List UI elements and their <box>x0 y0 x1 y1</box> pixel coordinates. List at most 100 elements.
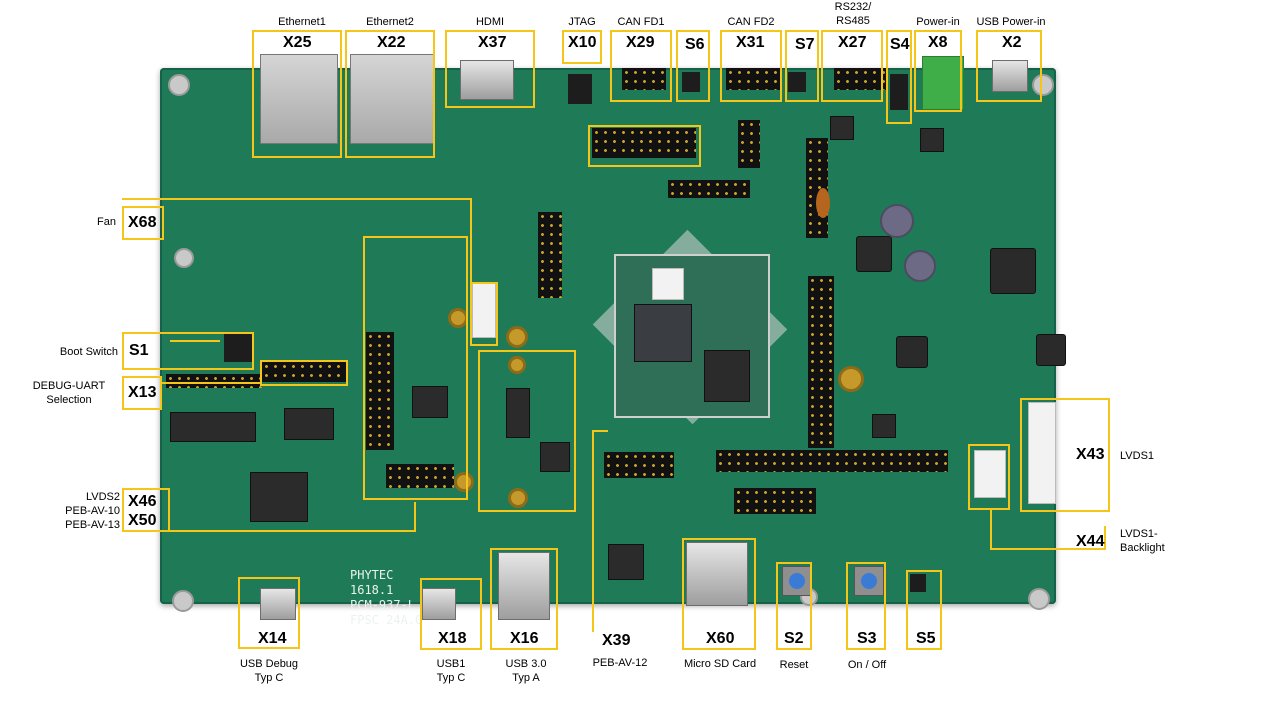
lvds2-leader <box>414 502 416 532</box>
s7-box <box>785 30 819 102</box>
rs232-header <box>834 68 886 90</box>
peb-av-10-header <box>366 332 394 450</box>
callout-x27: X27 <box>838 34 867 51</box>
x44-leader <box>1104 526 1106 550</box>
can-fd2-header <box>726 68 780 90</box>
x43-box <box>1020 398 1110 512</box>
x29-box <box>610 30 672 102</box>
boot-ctrl-header <box>166 374 262 388</box>
usb-power-port <box>992 60 1028 92</box>
desc-x25: Ethernet1 <box>278 16 326 28</box>
x39-leader <box>592 430 608 432</box>
power-in-terminal <box>922 56 964 110</box>
x39-box <box>478 350 576 512</box>
ic-u45 <box>412 386 448 418</box>
ic-power <box>830 116 854 140</box>
callout-x16: X16 <box>510 630 539 647</box>
desc-s2: Reset <box>779 659 809 671</box>
capacitor <box>904 250 936 282</box>
can-fd1-header <box>622 68 666 90</box>
x25-box <box>252 30 342 158</box>
usb3-port <box>498 552 550 620</box>
onoff-button <box>854 566 884 596</box>
hdmi-port <box>460 60 514 100</box>
x60-box <box>682 538 756 650</box>
ic-bottom <box>608 544 644 580</box>
x46-x50-label-box <box>122 488 170 532</box>
ic-x3 <box>540 442 570 472</box>
fan-connector <box>472 282 496 338</box>
desc-x37: HDMI <box>475 16 505 28</box>
callout-x50: X50 <box>128 512 157 529</box>
callout-s1: S1 <box>129 342 149 359</box>
x2-box <box>976 30 1042 102</box>
debug-uart-header <box>262 362 346 382</box>
ic-row <box>170 412 256 442</box>
s7-switch-body <box>788 72 806 92</box>
vertical-header-long <box>808 276 834 448</box>
boot-switch-leader <box>170 340 220 342</box>
ic-power <box>920 128 944 152</box>
standoff <box>508 488 528 508</box>
inductor <box>990 248 1036 294</box>
x27-box <box>821 30 883 102</box>
x10-jtag-box <box>588 125 701 167</box>
callout-x18: X18 <box>438 630 467 647</box>
x44-leader <box>990 548 1106 550</box>
micro-sd-slot <box>686 542 748 606</box>
desc-x29: CAN FD1 <box>617 16 665 28</box>
standoff <box>838 366 864 392</box>
s6-switch-body <box>682 72 700 92</box>
x16-box <box>490 548 558 650</box>
uart-leader <box>162 382 260 384</box>
x44-leader <box>990 508 992 550</box>
desc-x14: USB Debug Typ C <box>239 658 299 684</box>
x14-box <box>238 577 300 649</box>
callout-x2: X2 <box>1002 34 1022 51</box>
ic-power <box>872 414 896 438</box>
desc-x43: LVDS1 <box>1120 450 1155 462</box>
desc-x2: USB Power-in <box>976 16 1046 28</box>
s4-switch-body <box>890 74 908 110</box>
callout-x8: X8 <box>928 34 948 51</box>
x39-header <box>604 452 674 478</box>
s5-box <box>906 570 942 650</box>
x13-box <box>122 376 162 410</box>
vertical-header-mid <box>738 120 760 168</box>
x13-header-box <box>260 360 348 386</box>
standoff <box>454 472 474 492</box>
callout-s3: S3 <box>857 630 877 647</box>
callout-x39: X39 <box>602 632 631 649</box>
desc-x27: RS232/ RS485 <box>834 1 872 27</box>
desc-x46: LVDS2 <box>85 491 120 503</box>
x44-box <box>968 444 1010 510</box>
s1-box <box>122 332 254 370</box>
x18-box <box>420 578 482 650</box>
x31-box <box>720 30 782 102</box>
callout-s4: S4 <box>890 36 910 53</box>
mounting-hole <box>1028 588 1050 610</box>
callout-x68: X68 <box>128 214 157 231</box>
desc-x50: PEB-AV-10 PEB-AV-13 <box>65 505 120 531</box>
desc-x68: Fan <box>97 216 116 228</box>
memory-chip <box>704 350 750 402</box>
desc-x44: LVDS1- Backlight <box>1120 528 1165 554</box>
boot-switch-body <box>224 334 252 362</box>
reset-button <box>782 566 812 596</box>
callout-x43: X43 <box>1076 446 1105 463</box>
coil <box>816 188 830 218</box>
callout-x22: X22 <box>377 34 406 51</box>
inductor <box>896 336 928 368</box>
ethernet1-jack <box>260 54 338 144</box>
ic-u62 <box>506 388 530 438</box>
callout-x25: X25 <box>283 34 312 51</box>
callout-x29: X29 <box>626 34 655 51</box>
jtag-small-header <box>568 74 592 104</box>
x68-expansion-header <box>716 450 948 472</box>
callout-x14: X14 <box>258 630 287 647</box>
desc-s3: On / Off <box>847 659 887 671</box>
usb1-port <box>422 588 456 620</box>
s4-box <box>886 30 912 124</box>
desc-x13: DEBUG-UART Selection <box>32 380 106 406</box>
x8-box <box>914 30 962 112</box>
